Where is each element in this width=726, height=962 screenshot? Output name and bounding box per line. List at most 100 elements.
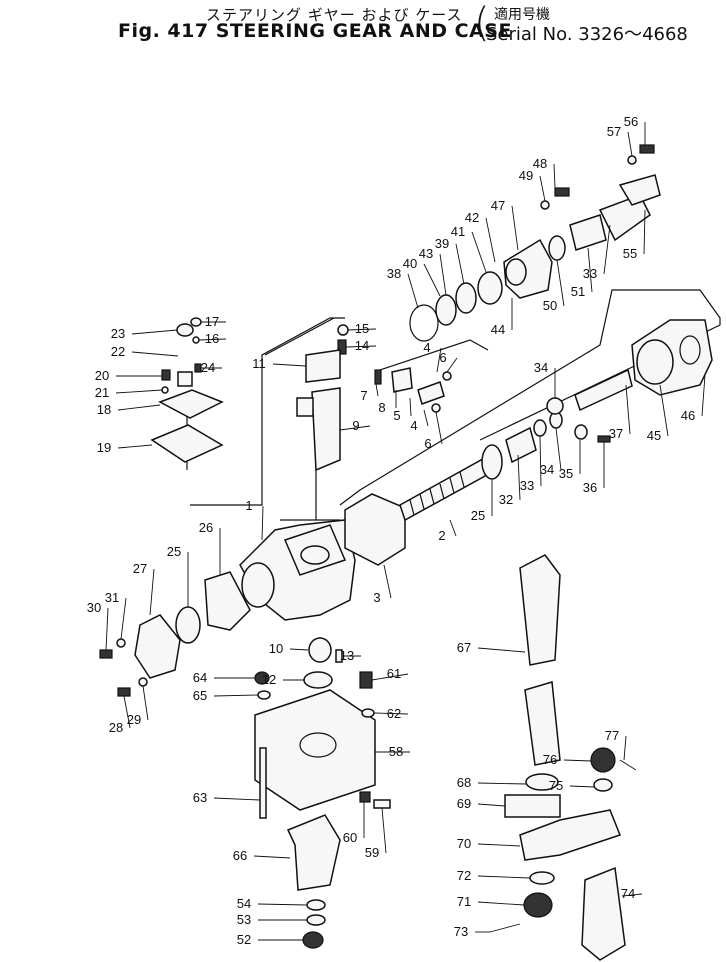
pitman-arm-70 xyxy=(519,809,621,861)
washer-21 xyxy=(161,386,169,394)
washer-15 xyxy=(337,324,349,336)
part-label-40: 40 xyxy=(403,256,417,271)
part-label-54: 54 xyxy=(237,896,251,911)
pitman-arm-group xyxy=(489,554,637,961)
part-label-32: 32 xyxy=(499,492,513,507)
leader-18 xyxy=(117,404,161,411)
ball-nut-and-worm xyxy=(344,368,633,566)
part-label-24: 24 xyxy=(201,360,215,375)
leader-39 xyxy=(455,243,465,285)
serial-bracket: ( xyxy=(474,0,490,46)
leader-15 xyxy=(347,328,377,331)
leader-77 xyxy=(623,735,627,761)
leader-46 xyxy=(701,374,706,417)
leader-6b xyxy=(435,411,443,445)
leader-4a xyxy=(436,347,442,373)
leader-57 xyxy=(627,131,633,157)
leader-47 xyxy=(511,205,519,251)
part-label-55: 55 xyxy=(623,246,637,261)
cap-23 xyxy=(176,323,194,337)
seal-39 xyxy=(455,282,477,314)
cover-18 xyxy=(158,389,224,419)
part-label-36: 36 xyxy=(583,480,597,495)
part-label-9: 9 xyxy=(352,418,359,433)
bolt-20 xyxy=(161,369,171,381)
part-label-5: 5 xyxy=(393,408,400,423)
part-label-44: 44 xyxy=(491,322,505,337)
bolt-56 xyxy=(639,144,655,154)
part-label-58: 58 xyxy=(389,744,403,759)
part-label-76: 76 xyxy=(543,752,557,767)
leader-42 xyxy=(485,217,496,263)
part-label-67: 67 xyxy=(457,640,471,655)
leader-48 xyxy=(553,163,556,189)
seal-69 xyxy=(504,794,561,818)
seal-68 xyxy=(525,773,559,791)
end-cover-45 xyxy=(631,319,713,396)
leader-38 xyxy=(407,273,419,309)
part-label-61: 61 xyxy=(387,666,401,681)
leader-31 xyxy=(120,597,127,640)
column-shaft-group xyxy=(409,144,661,342)
leader-41 xyxy=(471,231,487,273)
spacer-32 xyxy=(505,426,537,464)
leader-40 xyxy=(423,263,441,297)
bolt-30 xyxy=(99,649,113,659)
washer-17 xyxy=(190,317,202,327)
leader-16 xyxy=(198,338,227,341)
part-label-71: 71 xyxy=(457,894,471,909)
part-label-34b: 34 xyxy=(540,462,554,477)
leader-10 xyxy=(289,648,309,651)
part-label-48: 48 xyxy=(533,156,547,171)
leader-29 xyxy=(142,685,149,721)
part-label-29: 29 xyxy=(127,712,141,727)
leader-70 xyxy=(477,843,521,847)
washer-75 xyxy=(593,778,613,792)
leader-23 xyxy=(131,329,178,335)
part-label-62: 62 xyxy=(387,706,401,721)
snap-ring-38 xyxy=(409,304,439,342)
leader-33b xyxy=(603,224,611,275)
plate-8 xyxy=(391,367,413,393)
part-label-49: 49 xyxy=(519,168,533,183)
part-label-33a: 33 xyxy=(520,478,534,493)
washer-72 xyxy=(529,871,555,885)
leader-4b xyxy=(423,409,429,427)
bolt-48 xyxy=(554,187,570,197)
serial-label-japanese: 適用号機 xyxy=(494,7,550,23)
part-label-68: 68 xyxy=(457,775,471,790)
bearing-11 xyxy=(305,349,341,383)
leader-19 xyxy=(117,444,153,449)
washer-31 xyxy=(116,638,126,648)
leader-34b xyxy=(555,427,562,471)
leader-62 xyxy=(373,712,409,715)
part-label-15: 15 xyxy=(355,321,369,336)
collar-34-top xyxy=(546,397,564,415)
leader-55 xyxy=(643,209,646,255)
callout-labels: 1234456678910111213141516171819202122232… xyxy=(87,114,695,947)
part-label-45: 45 xyxy=(647,428,661,443)
leader-37 xyxy=(625,384,631,435)
leader-27 xyxy=(149,568,155,616)
sector-shaft-9 xyxy=(311,387,341,472)
part-label-27: 27 xyxy=(133,561,147,576)
leader-6a xyxy=(446,357,458,373)
leader-3 xyxy=(383,564,392,599)
part-label-26: 26 xyxy=(199,520,213,535)
leader-72 xyxy=(477,875,531,879)
yoke-55 xyxy=(618,174,661,206)
washer-53 xyxy=(306,914,326,926)
cover-27 xyxy=(134,614,181,679)
pin-77 xyxy=(619,759,637,771)
part-label-59: 59 xyxy=(365,845,379,860)
part-label-19: 19 xyxy=(97,440,111,455)
assembly-guide-lines xyxy=(186,289,721,521)
part-label-33b: 33 xyxy=(583,266,597,281)
leader-45 xyxy=(659,384,669,437)
part-label-47: 47 xyxy=(491,198,505,213)
part-label-25a: 25 xyxy=(471,508,485,523)
washer-65 xyxy=(257,690,271,700)
part-label-52: 52 xyxy=(237,932,251,947)
part-label-60: 60 xyxy=(343,830,357,845)
